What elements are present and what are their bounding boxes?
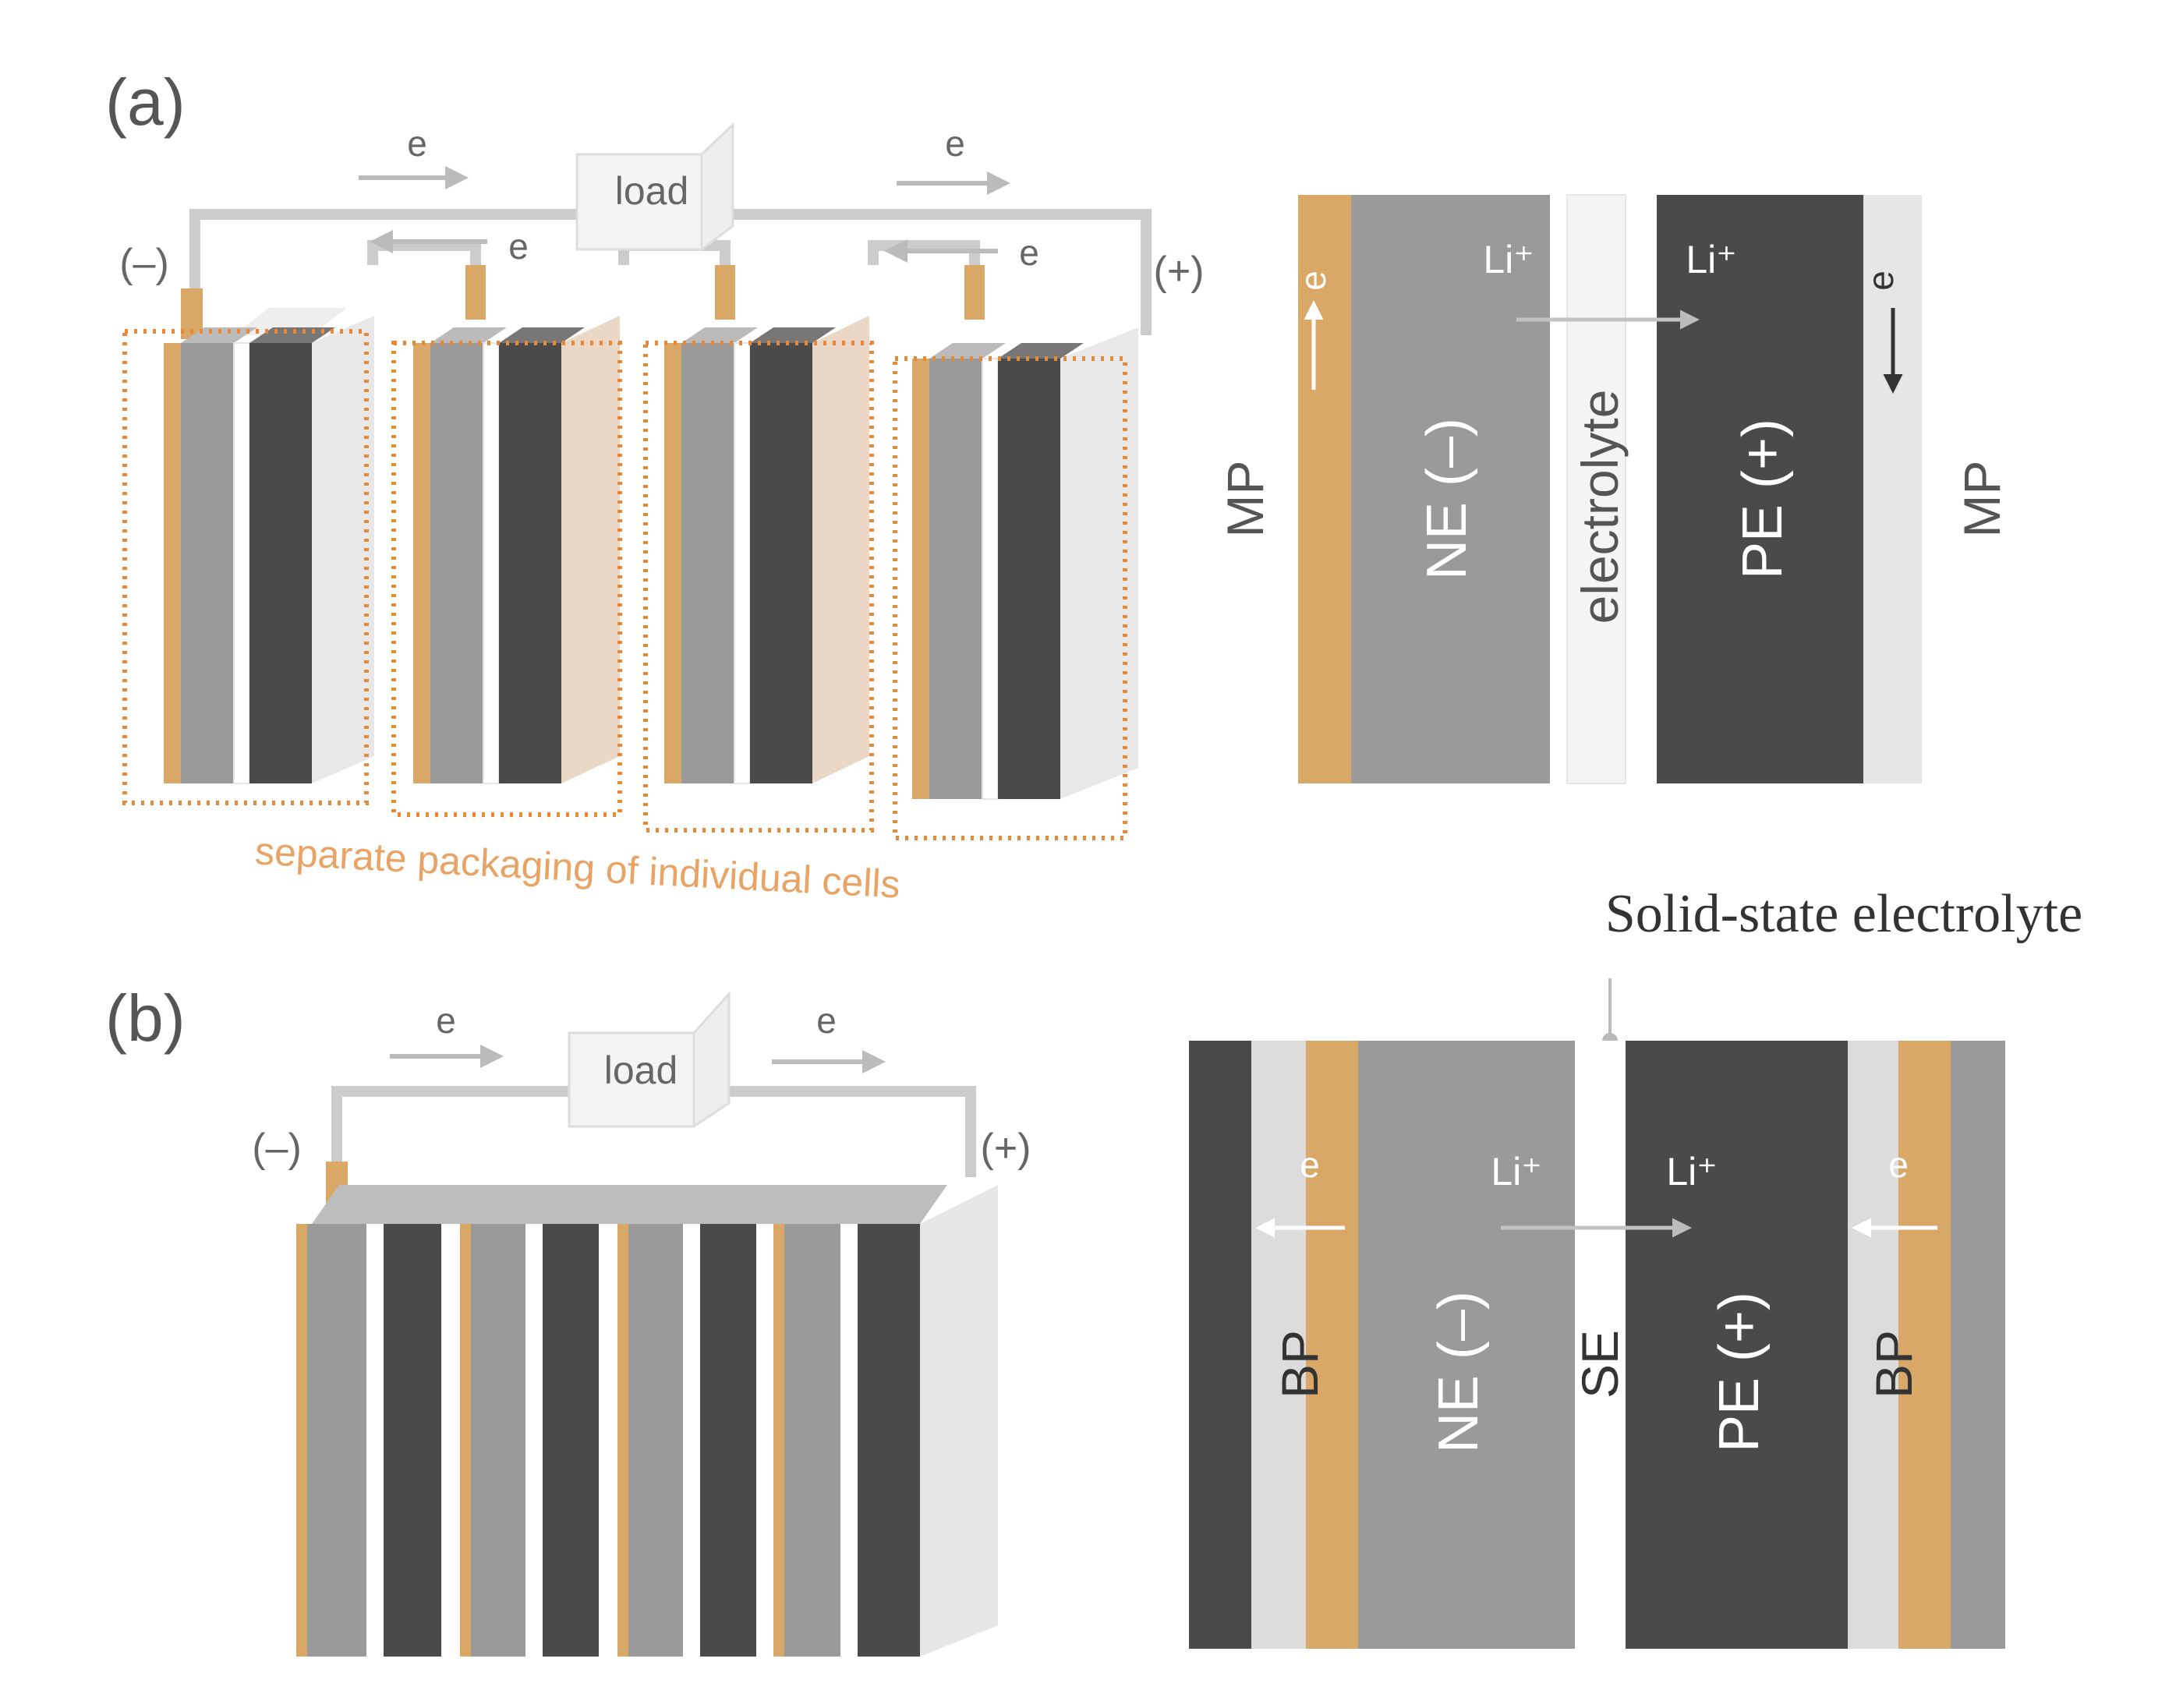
panel-a-cell-4: [893, 265, 1138, 840]
cell-current-collector: [164, 343, 181, 783]
panel-a-link-wire-1: [367, 240, 481, 265]
mp-left-label: MP: [1216, 461, 1274, 538]
stack-end-collector: [296, 1224, 307, 1657]
panel-a-load-box: load: [575, 122, 734, 251]
se-layer: [1575, 1041, 1626, 1649]
panel-a-label: (a): [105, 65, 186, 139]
panel-a-cs-li-left: Li⁺: [1483, 238, 1534, 281]
bp-right-plate: [1848, 1041, 1898, 1649]
pe-layer: [1657, 195, 1863, 783]
bp-left-pe-part: [1189, 1041, 1251, 1649]
panel-a-electron-label-2: e: [945, 123, 965, 164]
panel-a-cs-electron-left: e: [1293, 271, 1333, 291]
panel-b-electron-arrows: e e: [390, 1000, 886, 1073]
panel-b-cross-section: e e Li⁺ Li⁺ BP NE (–) SE PE (+) BP: [1189, 1041, 2005, 1649]
ne-layer: [1351, 195, 1550, 783]
mp-right-label: MP: [1953, 461, 2011, 538]
panel-a-link-wire-3: [868, 240, 980, 265]
panel-a-cs-ne-label: NE (–): [1416, 418, 1478, 580]
panel-b-electron-label-1: e: [436, 1000, 456, 1041]
panel-b-cs-pe-label: PE (+): [1708, 1292, 1771, 1452]
mp-right-collector: [1863, 195, 1922, 783]
mp-left-collector: [1298, 195, 1351, 783]
panel-a-electron-label-1: e: [407, 123, 427, 164]
panel-b-cs-bp-right: BP: [1865, 1330, 1923, 1399]
electrolyte-layer: [1566, 194, 1626, 784]
panel-a-cell-1: [122, 288, 374, 805]
bp-left-plate: [1251, 1041, 1306, 1649]
panel-a-cs-electron-right: e: [1860, 271, 1901, 291]
panel-b-label: (b): [105, 981, 186, 1055]
cell-package-outline: [122, 329, 369, 805]
cell-positive-electrode: [249, 343, 312, 783]
panel-a-cell-2: [391, 265, 622, 817]
cell-negative-electrode: [181, 343, 234, 783]
panel-a-electron-label-4: e: [1019, 232, 1039, 273]
panel-b-cs-se-label: SE: [1571, 1330, 1629, 1399]
panel-b-stacked-battery: [296, 1162, 998, 1657]
panel-a-cell-3: [643, 265, 874, 833]
solid-state-electrolyte-caption: Solid-state electrolyte: [1605, 884, 2082, 944]
panel-b-load-box: load: [568, 991, 731, 1128]
panel-b-negative-terminal: (–): [252, 1126, 302, 1171]
panel-b-cs-ne-label: NE (–): [1428, 1291, 1490, 1453]
bp-right-copper: [1898, 1041, 1951, 1649]
panel-a-load-label: load: [615, 169, 689, 213]
panel-b-electron-label-2: e: [816, 1000, 837, 1041]
panel-b-cs-electron-right: e: [1888, 1144, 1909, 1185]
pe-layer: [1626, 1041, 1848, 1649]
panel-a-cs-electrolyte-label: electrolyte: [1571, 390, 1629, 624]
bp-right-ne-part: [1951, 1041, 2005, 1649]
panel-b-cs-electron-left: e: [1300, 1144, 1320, 1185]
panel-b-cs-bp-left: BP: [1271, 1330, 1329, 1399]
panel-b-positive-terminal: (+): [981, 1126, 1031, 1171]
panel-b-cs-li-right: Li⁺: [1666, 1150, 1717, 1193]
panel-a-packaging-caption: separate packaging of individual cells: [254, 829, 901, 906]
panel-a-negative-terminal: (–): [119, 241, 169, 286]
panel-a-electron-arrows: e e e e: [359, 123, 1039, 273]
bp-left-copper: [1306, 1041, 1358, 1649]
panel-a: (a) load e e e e (–) (+): [105, 65, 2011, 907]
panel-a-electron-label-3: e: [508, 226, 529, 267]
ne-layer: [1358, 1041, 1575, 1649]
panel-a-cross-section: MP MP e e Li⁺ Li⁺ NE (–) electrolyte PE …: [1216, 194, 2011, 784]
panel-a-positive-terminal: (+): [1154, 249, 1205, 294]
panel-a-cs-pe-label: PE (+): [1732, 419, 1794, 579]
panel-b: (b) load e e (–) (+): [105, 884, 2082, 1657]
panel-b-cs-li-left: Li⁺: [1491, 1150, 1541, 1193]
panel-b-load-label: load: [604, 1048, 678, 1092]
panel-a-cs-li-right: Li⁺: [1686, 238, 1736, 281]
